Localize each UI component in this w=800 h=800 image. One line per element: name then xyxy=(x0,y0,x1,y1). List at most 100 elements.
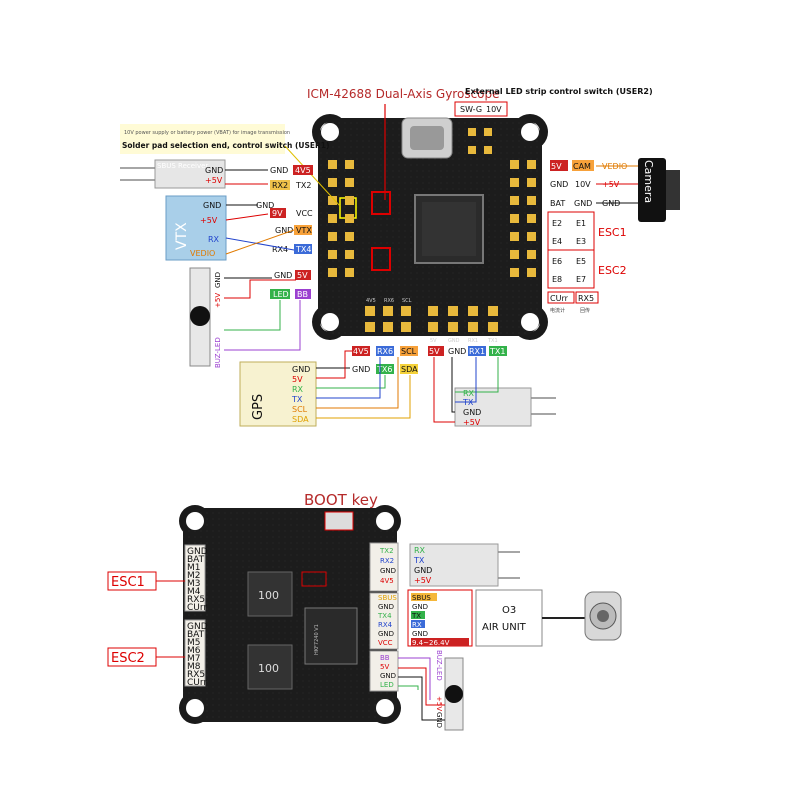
esc1-pads: E2 E1 E4 E3 ESC1 xyxy=(547,211,627,251)
air-gnd: GND xyxy=(412,603,428,611)
camera-pads: 5V CAM VEDIO GND 10V +5V BAT GND GND xyxy=(550,160,638,208)
conn-gnd: GND xyxy=(378,630,394,638)
esc2-curr: CUrr xyxy=(187,678,207,688)
pad-4v5: 4V5 xyxy=(353,347,369,356)
pad-tx4: TX4 xyxy=(295,245,311,254)
pad-gnd: GND xyxy=(448,347,466,356)
vtx-video: VEDIO xyxy=(190,249,215,258)
gps-gnd: GND xyxy=(292,365,310,374)
bottom-board: 100 100 HKF7240 V1 xyxy=(179,505,401,724)
esc1-curr: CUrr xyxy=(187,603,207,613)
conn-sbus: SBUS xyxy=(378,594,397,602)
sw-g-voltage: 10V xyxy=(486,105,502,114)
esc2-m6: M6 xyxy=(187,646,201,656)
pad-e8: E8 xyxy=(552,275,562,284)
pad-gnd: GND xyxy=(275,226,293,235)
camera: Camera xyxy=(638,158,680,222)
silk-rx1: RX1 xyxy=(468,338,478,344)
gps-module: GPS GND 5V RX TX SCL SDA xyxy=(239,361,317,427)
gps-sda: SDA xyxy=(292,415,309,424)
pad-e4: E4 xyxy=(552,237,562,246)
pad-gnd: GND xyxy=(574,199,592,208)
air-unit-connector: SBUS GND TX4 RX4 GND VCC SBUS GND TX RX … xyxy=(377,589,622,647)
curr-pads: CUrr RX5 电流计 回传 xyxy=(547,291,599,314)
pad-rx4: RX4 xyxy=(272,245,288,254)
esc1-label: ESC1 xyxy=(111,575,145,590)
pad-5v: 5V xyxy=(551,162,562,171)
esc2-m7: M7 xyxy=(187,654,201,664)
gps-scl: SCL xyxy=(292,405,308,414)
esc2-m8: M8 xyxy=(187,662,201,672)
silk-4v5: 4V5 xyxy=(366,298,376,304)
camera-label: Camera xyxy=(642,160,655,203)
conn-bb: BB xyxy=(380,654,390,662)
rx-5v: +5V xyxy=(414,576,432,585)
silk-gnd: GND xyxy=(448,338,460,344)
pad-4v5: 4V5 xyxy=(295,166,311,175)
rx-pads: 5V GND RX1 TX1 xyxy=(428,346,507,356)
pad-e7: E7 xyxy=(576,275,586,284)
pad-gnd: GND xyxy=(256,201,274,210)
esc2-rx5: RX5 xyxy=(187,670,205,680)
pad-e6: E6 xyxy=(552,257,562,266)
rx-tx: TX xyxy=(413,556,425,565)
silk-scl: SCL xyxy=(402,298,412,304)
esc2-m5: M5 xyxy=(187,638,201,648)
esc1-connector: ESC1 GND BAT M1 M2 M3 M4 RX5 CUrr xyxy=(107,547,208,613)
pad-gnd: GND xyxy=(274,271,292,280)
pad-rx6: RX6 xyxy=(377,347,393,356)
pad-9v: 9V xyxy=(272,209,283,218)
pad-gnd: GND xyxy=(352,365,370,374)
gps-tx: TX xyxy=(291,395,303,404)
buz-led: BUZ-LED xyxy=(214,337,222,368)
gps-pads: 4V5 RX6 SCL GND TX6 SDA xyxy=(316,346,418,419)
buzzer: GND +5V BUZ-LED xyxy=(189,267,222,368)
air-rx: RX xyxy=(412,621,422,629)
led-switch-label: External LED strip control switch (USER2… xyxy=(465,87,653,96)
sbus-gnd: GND xyxy=(205,166,223,175)
vtx-5v: +5V xyxy=(200,216,218,225)
sbus-pads: GND 4V5 RX2 TX2 xyxy=(225,165,313,190)
conn-tx2: TX2 xyxy=(379,547,394,555)
air-gnd: GND xyxy=(412,630,428,638)
inductor-2: 100 xyxy=(258,662,279,675)
top-board: 4V5 RX6 SCL 5V GND RX1 TX1 xyxy=(312,114,548,344)
conn-5v: 5V xyxy=(380,663,389,671)
esc2-connector: ESC2 GND BAT M5 M6 M7 M8 RX5 CUrr xyxy=(107,622,208,688)
gps-rx: RX xyxy=(292,385,304,394)
pad-tx1: TX1 xyxy=(489,347,505,356)
curr-note: 电流计 xyxy=(550,307,565,314)
sbus-receiver: SBUS Receiver GND +5V xyxy=(120,159,226,189)
esc1-rx5: RX5 xyxy=(187,595,205,605)
pad-e5: E5 xyxy=(576,257,586,266)
rx-5v: +5V xyxy=(463,418,481,427)
pad-tx6: TX6 xyxy=(376,365,392,374)
buz-led: BUZ-LED xyxy=(435,650,443,681)
air-sbus: SBUS xyxy=(412,594,431,602)
pad-e3: E3 xyxy=(576,237,586,246)
conn-rx2: RX2 xyxy=(380,557,394,565)
gps-5v: 5V xyxy=(292,375,303,384)
rx-gnd: GND xyxy=(463,408,481,417)
pad-scl: SCL xyxy=(401,347,417,356)
pad-10v: 10V xyxy=(575,180,591,189)
vtx-module: VTX GND +5V RX VEDIO xyxy=(165,195,227,261)
conn-rx4: RX4 xyxy=(378,621,393,629)
pad-e2: E2 xyxy=(552,219,562,228)
pad-sda: SDA xyxy=(401,365,418,374)
gyro-label: ICM-42688 Dual-Axis Gyroscope xyxy=(307,87,500,101)
pad-5v: 5V xyxy=(429,347,440,356)
vtx-gnd: GND xyxy=(203,201,221,210)
pad-gnd: GND xyxy=(270,166,288,175)
vtx-label: VTX xyxy=(174,222,190,250)
power-note: 10V power supply or battery power (VBAT)… xyxy=(124,130,290,136)
buz-5v: +5V xyxy=(214,293,222,308)
gps-label: GPS xyxy=(251,394,266,420)
pad-vcc: VCC xyxy=(296,209,313,218)
pad-curr: CUrr xyxy=(550,294,569,303)
esc2-label: ESC2 xyxy=(598,264,627,277)
air-unit-label: AIR UNIT xyxy=(482,622,527,633)
silk-rx6: RX6 xyxy=(384,298,394,304)
esc1-m1: M1 xyxy=(187,563,201,573)
